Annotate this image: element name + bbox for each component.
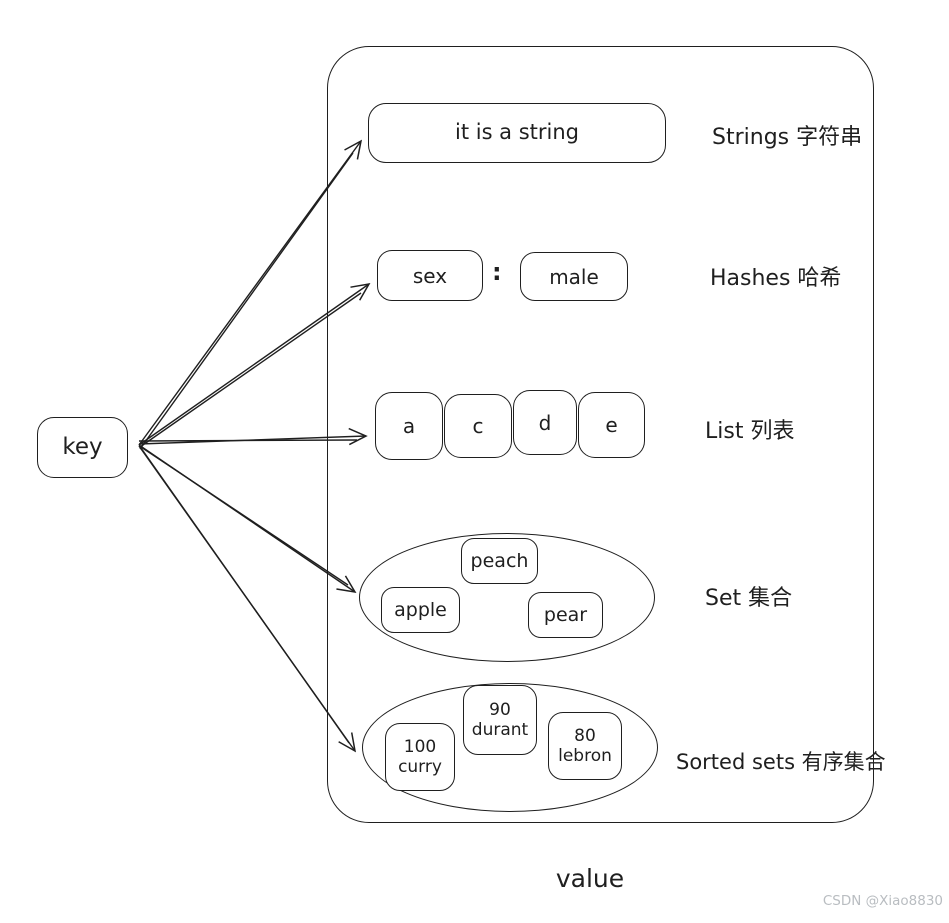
hash-value-text: male — [549, 264, 599, 289]
list-item-box: d — [513, 390, 577, 455]
set-member-box: pear — [528, 592, 603, 638]
set-type-label: Set 集合 — [705, 586, 793, 611]
set-member-text: peach — [470, 549, 529, 572]
watermark: CSDN @Xiao8830 — [822, 893, 943, 909]
sorted-set-member-box: 90 durant — [463, 685, 537, 755]
sorted-set-member-box: 80 lebron — [548, 712, 622, 780]
set-member-text: pear — [543, 603, 588, 626]
list-item-text: d — [538, 410, 552, 435]
hash-field-text: sex — [412, 263, 448, 288]
list-item-text: e — [605, 413, 618, 437]
list-type-label: List 列表 — [705, 419, 795, 444]
set-member-box: peach — [461, 538, 538, 584]
string-value-box: it is a string — [368, 103, 666, 163]
strings-type-label: Strings 字符串 — [712, 125, 863, 150]
set-member-text: apple — [394, 598, 447, 621]
sorted-sets-type-label: Sorted sets 有序集合 — [676, 750, 886, 774]
hash-field-box: sex — [377, 250, 483, 301]
set-member-box: apple — [381, 587, 460, 633]
sorted-set-member: lebron — [558, 745, 612, 766]
value-label: value — [555, 864, 625, 893]
list-item-text: a — [402, 414, 416, 438]
list-item-box: a — [375, 392, 443, 460]
sorted-set-member-box: 100 curry — [385, 723, 455, 791]
hash-separator: : — [492, 258, 502, 286]
sorted-set-score: 80 — [574, 725, 596, 746]
value-container-box — [327, 46, 874, 823]
hash-value-box: male — [520, 252, 628, 301]
string-value-text: it is a string — [454, 120, 580, 145]
list-item-box: c — [444, 394, 512, 458]
key-label: key — [62, 433, 103, 460]
list-item-box: e — [578, 392, 645, 458]
sorted-set-score: 90 — [489, 699, 511, 720]
sorted-set-member: durant — [471, 719, 529, 740]
sorted-set-score: 100 — [403, 736, 437, 757]
arrow-key-to-string — [138, 139, 363, 446]
set-ellipse — [359, 533, 655, 662]
key-box: key — [37, 417, 128, 478]
sorted-set-member: curry — [398, 756, 442, 777]
list-item-text: c — [472, 414, 484, 438]
hashes-type-label: Hashes 哈希 — [710, 266, 842, 291]
sorted-set-ellipse — [362, 683, 658, 812]
arrow-key-to-hash — [138, 282, 371, 446]
